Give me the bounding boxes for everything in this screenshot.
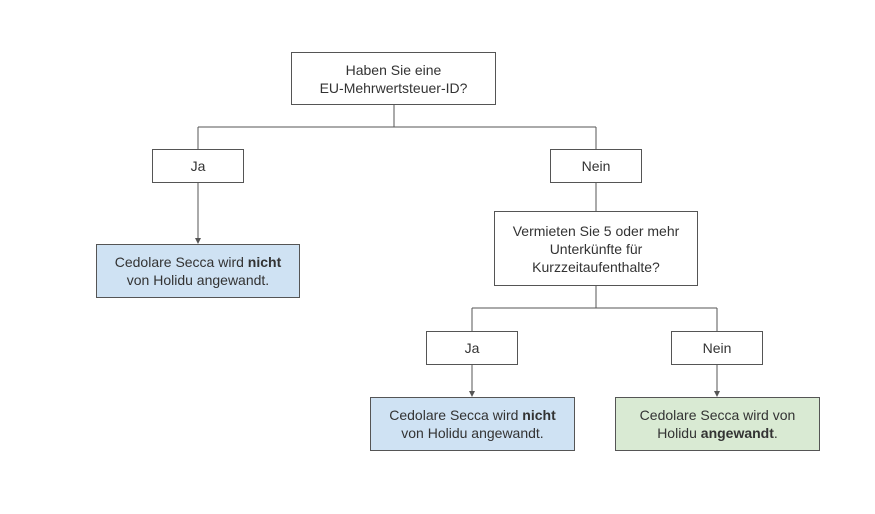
answer-q1-yes: Ja [152,149,244,183]
answer-q2-yes-label: Ja [464,340,480,356]
answer-q2-yes: Ja [426,331,518,365]
question-eu-vat-id-line2: EU-Mehrwertsteuer-ID? [319,79,468,96]
result-c-line1: Cedolare Secca wird von [639,407,796,423]
result-not-applied-a: Cedolare Secca wird nicht von Holidu ang… [96,244,300,298]
question-q2-line1: Vermieten Sie 5 oder mehr [512,222,680,239]
result-b-bold: nicht [522,407,556,423]
result-c-text: Holidu [657,425,701,441]
question-five-or-more-units: Vermieten Sie 5 oder mehr Unterkünfte fü… [494,211,698,286]
question-q2-line3: Kurzzeitaufenthalte? [532,258,660,275]
answer-q1-no-label: Nein [581,158,611,174]
result-b-text: Cedolare Secca wird [389,407,523,423]
answer-q2-no: Nein [671,331,763,365]
result-b-line2: von Holidu angewandt. [401,425,544,441]
result-c-bold: angewandt [700,425,774,441]
answer-q2-no-label: Nein [702,340,732,356]
result-a-bold: nicht [247,254,282,270]
result-a-text: Cedolare Secca wird [114,254,248,270]
result-c-period: . [773,425,778,441]
result-not-applied-b: Cedolare Secca wird nicht von Holidu ang… [370,397,575,451]
answer-q1-no: Nein [550,149,642,183]
question-eu-vat-id-line1: Haben Sie eine [345,61,442,78]
question-eu-vat-id: Haben Sie eine EU-Mehrwertsteuer-ID? [291,52,496,105]
answer-q1-yes-label: Ja [190,158,206,174]
result-a-line2: von Holidu angewandt. [126,272,270,288]
result-applied: Cedolare Secca wird von Holidu angewandt… [615,397,820,451]
question-q2-line2: Unterkünfte für [549,240,643,257]
